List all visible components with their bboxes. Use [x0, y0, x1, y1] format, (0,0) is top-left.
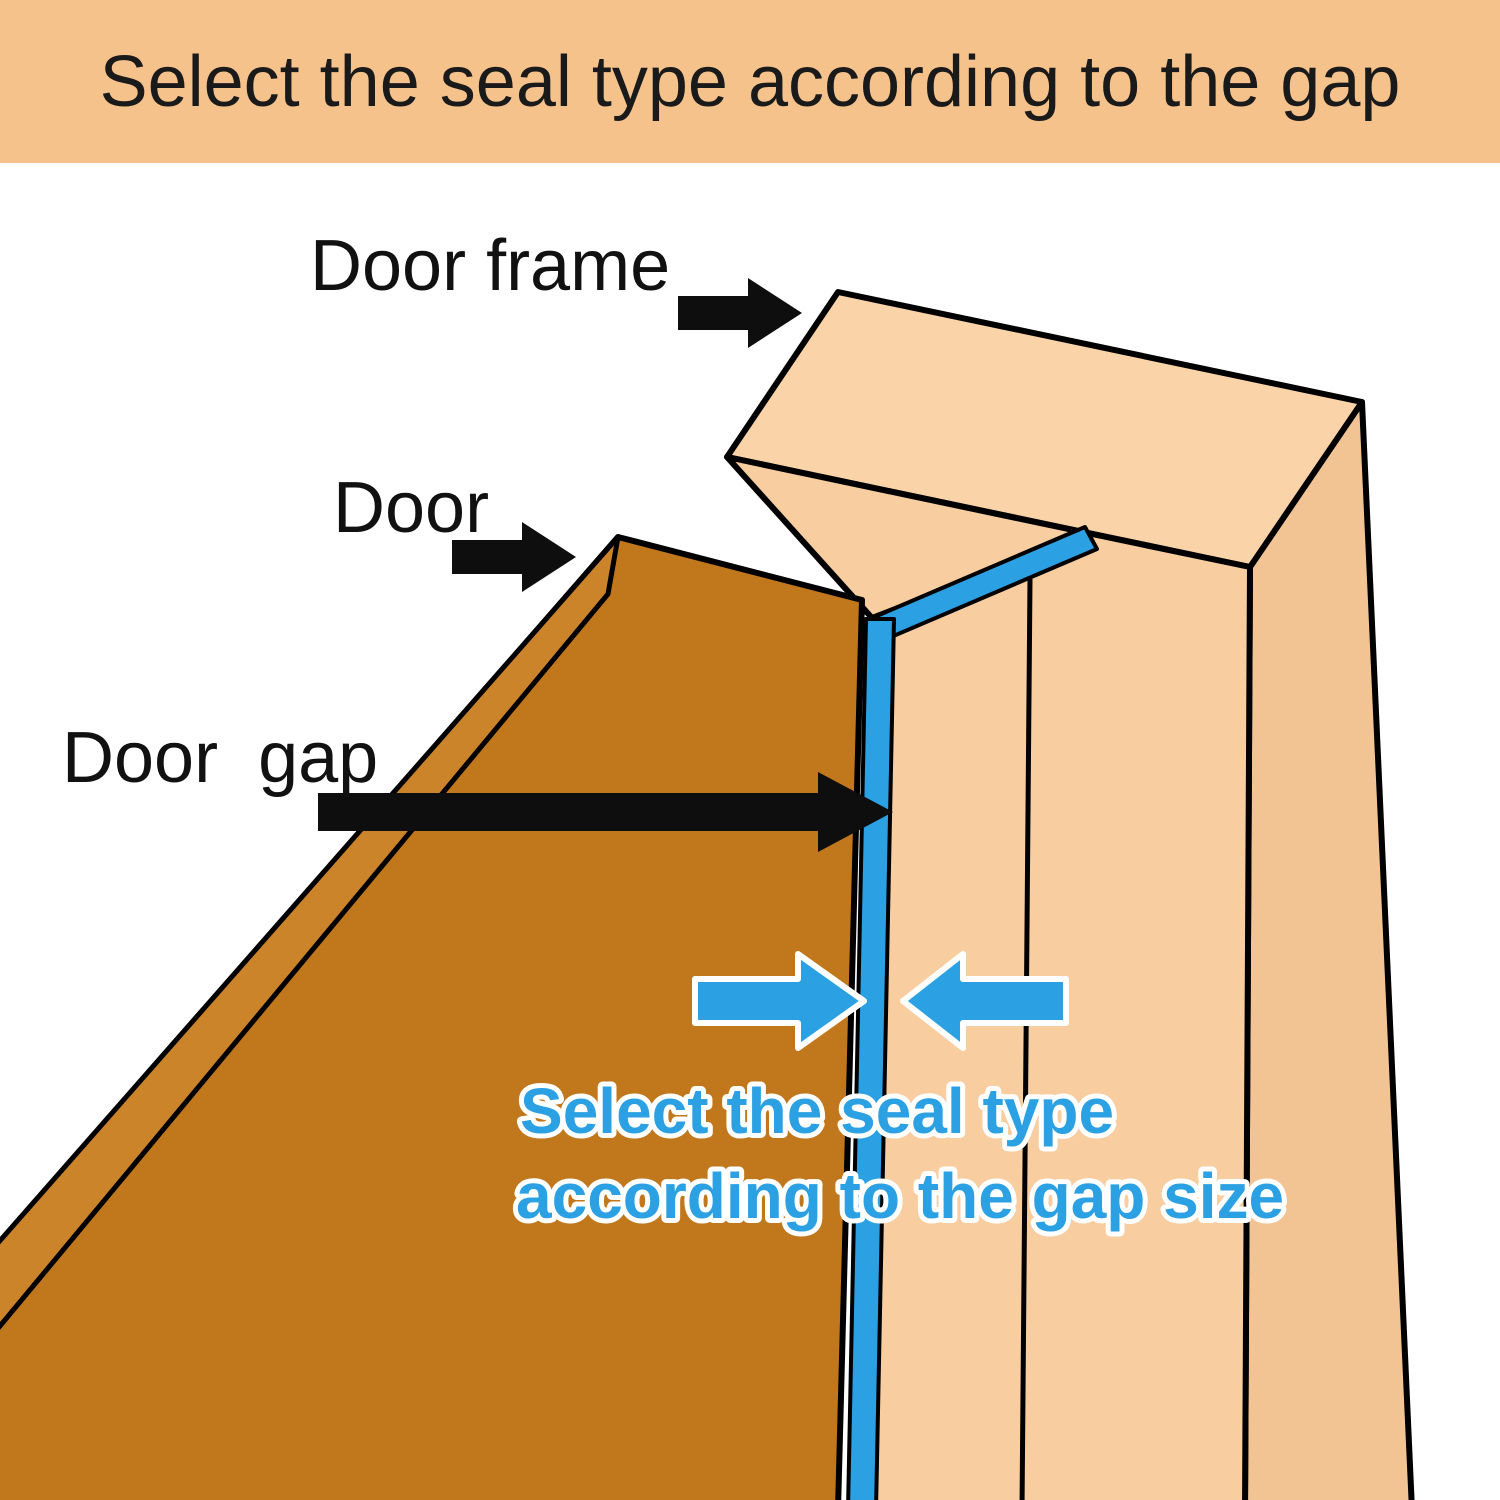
gap-arrow-left-icon	[692, 951, 867, 1051]
page-title: Select the seal type according to the ga…	[99, 41, 1401, 122]
door-arrow-icon	[452, 522, 576, 592]
door-top-face	[0, 534, 621, 1330]
frame-step-edge	[1019, 578, 1033, 1500]
door-frame-label: Door frame	[310, 226, 670, 306]
title-banner: Select the seal type according to the ga…	[0, 0, 1500, 163]
door-label: Door	[333, 468, 489, 548]
door-gap-label: Door gap	[62, 718, 378, 798]
caption-line-2: according to the gap size	[516, 1160, 1284, 1232]
caption-line-1: Select the seal type	[520, 1075, 1114, 1147]
door-gap-arrow-icon	[318, 772, 893, 852]
door-frame-arrow-icon	[678, 278, 802, 348]
seal-strip-vertical	[846, 617, 896, 1500]
gap-arrow-right-icon	[900, 951, 1069, 1051]
door-frame-right-face	[1242, 399, 1415, 1500]
